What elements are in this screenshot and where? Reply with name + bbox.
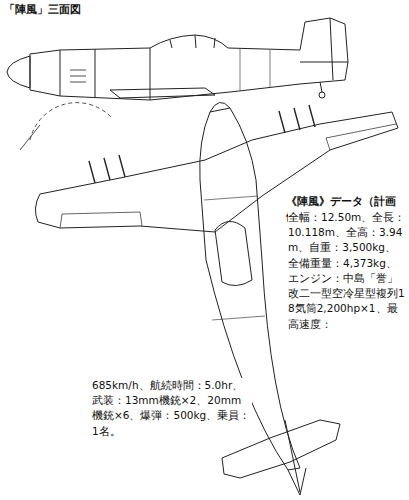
side-view (7, 18, 348, 100)
spec-text: 全幅：12.50m、全長：10.118m、全高：3.94m、自重：3,500kg… (288, 210, 406, 332)
drawing-title: 「陣風」三面図 (4, 2, 164, 18)
spec-text: 685km/h、航続時間：5.0hr、武装：13mm機銃×2、20mm機銃×6、… (92, 378, 252, 439)
